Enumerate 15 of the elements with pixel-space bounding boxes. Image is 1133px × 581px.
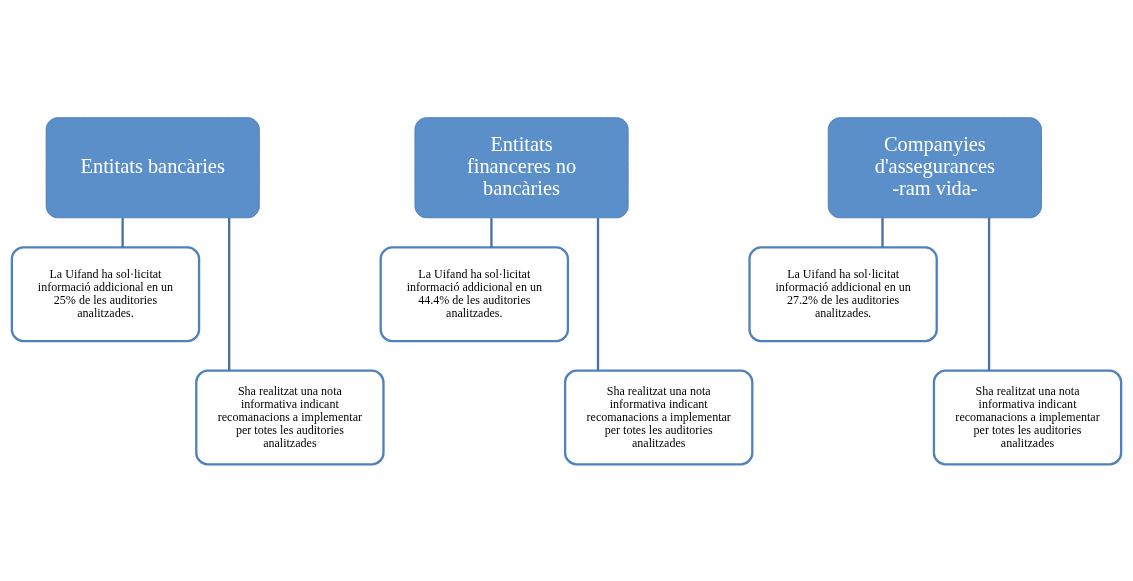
connector (596, 217, 600, 370)
node-box: La Uifand ha sol·licitat informació addicional en un 44.4% de les auditories analitzades. (379, 245, 570, 342)
node-box: Entitats financeres no bancàries (414, 116, 629, 218)
connector (121, 217, 124, 247)
node-box: La Uifand ha sol·licitat informació addicional en un 27.2% de les auditories analitzades. (748, 245, 938, 342)
node-box: La Uifand ha sol·licitat informació addicional en un 25% de les auditories analitzades. (10, 245, 201, 342)
connector (490, 217, 493, 247)
connector (228, 217, 231, 370)
connector (987, 217, 991, 370)
node-box: Sha realitzat una nota informativa indicant recomanacions a implementar per totes les auditories analitzades (195, 369, 385, 465)
node-box: Sha realitzat una nota informativa indicant recomanacions a implementar per totes les auditories analitzades (563, 369, 754, 465)
node-box: Entitats bancàries (45, 116, 260, 218)
connector (881, 217, 884, 247)
node-box: Companyies d'assegurances -ram vida- (827, 116, 1042, 218)
node-box: Sha realitzat una nota informativa indicant recomanacions a implementar per totes les auditories analitzades (932, 369, 1123, 465)
